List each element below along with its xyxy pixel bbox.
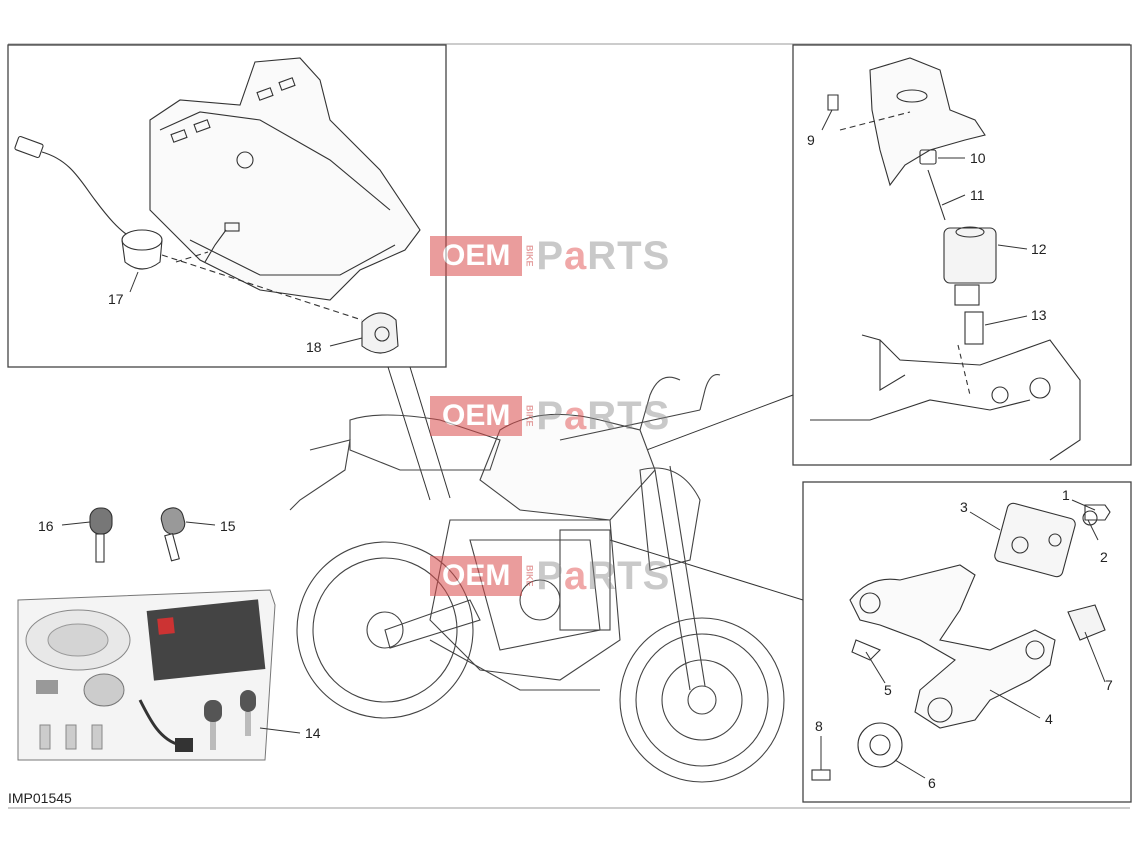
watermark-parts: PaRTS xyxy=(536,233,671,278)
callout-3: 3 xyxy=(960,499,968,515)
callout-pointers xyxy=(61,109,1106,779)
callout-18: 18 xyxy=(306,339,322,355)
callout-6: 6 xyxy=(928,775,936,791)
callout-12: 12 xyxy=(1031,241,1047,257)
watermark-bike: BIKE xyxy=(524,565,535,587)
diagram-code: IMP01545 xyxy=(8,790,72,806)
bracket-inset-parts xyxy=(811,502,1111,781)
inset-horn-box xyxy=(7,44,447,368)
callout-13: 13 xyxy=(1031,307,1047,323)
callout-5: 5 xyxy=(884,682,892,698)
watermark-oem: OEM xyxy=(430,556,523,596)
callout-10: 10 xyxy=(970,150,986,166)
callout-4: 4 xyxy=(1045,711,1053,727)
watermark-logo: OEM BIKE PaRTS xyxy=(430,553,671,598)
callout-labels: 1 2 3 4 5 6 7 8 9 10 11 12 13 14 15 16 1… xyxy=(38,132,1113,791)
callout-16: 16 xyxy=(38,518,54,534)
motorcycle xyxy=(289,374,785,783)
inset-ignition-box xyxy=(792,44,1132,466)
watermark-bike: BIKE xyxy=(524,245,535,267)
watermark-parts: PaRTS xyxy=(536,553,671,598)
horn-inset-parts xyxy=(14,57,421,354)
leader-lines xyxy=(387,366,804,601)
callout-1: 1 xyxy=(1062,487,1070,503)
watermark-logo: OEM BIKE PaRTS xyxy=(430,393,671,438)
callout-9: 9 xyxy=(807,132,815,148)
callout-17: 17 xyxy=(108,291,124,307)
watermark-parts: PaRTS xyxy=(536,393,671,438)
callout-15: 15 xyxy=(220,518,236,534)
watermark-bike: BIKE xyxy=(524,405,535,427)
keys xyxy=(89,507,186,563)
ignition-inset-parts xyxy=(810,57,1081,461)
watermark-logo: OEM BIKE PaRTS xyxy=(430,233,671,278)
callout-8: 8 xyxy=(815,718,823,734)
kit-photo xyxy=(17,589,276,761)
callout-2: 2 xyxy=(1100,549,1108,565)
inset-bracket-box xyxy=(802,481,1132,803)
watermark-oem: OEM xyxy=(430,236,523,276)
callout-14: 14 xyxy=(305,725,321,741)
callout-11: 11 xyxy=(970,187,985,203)
callout-7: 7 xyxy=(1105,677,1113,693)
watermark-oem: OEM xyxy=(430,396,523,436)
